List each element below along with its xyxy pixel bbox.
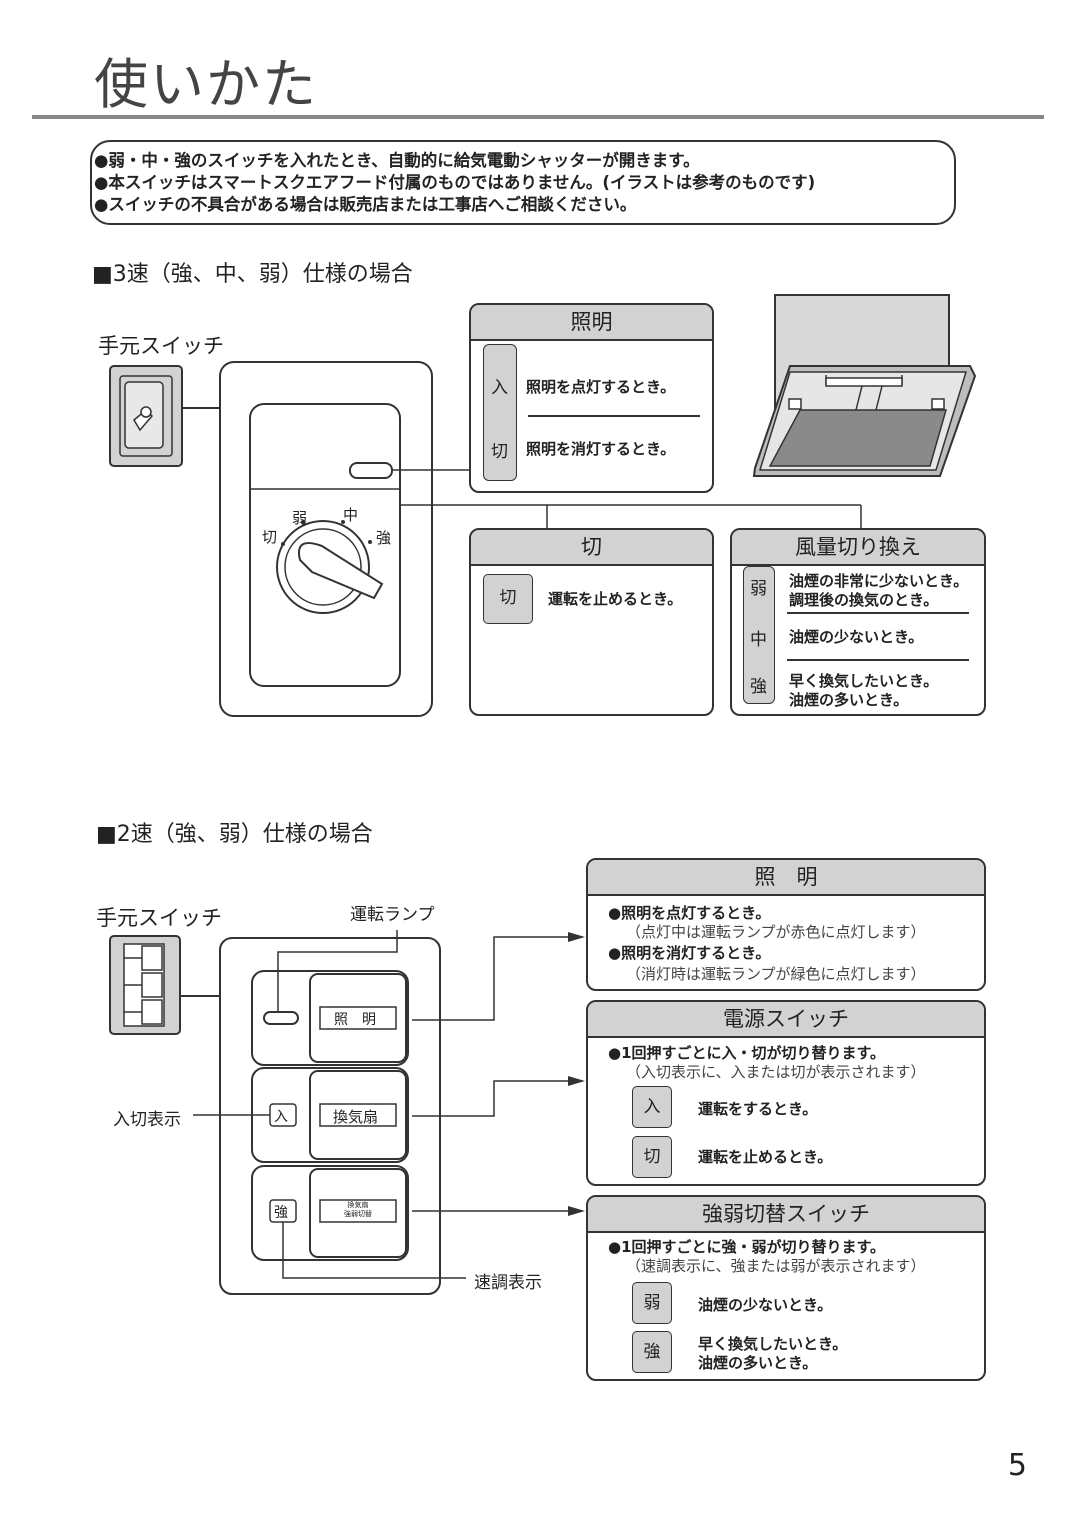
airflow-strong-text-2: 油煙の多いとき。 <box>789 691 909 709</box>
airflow-mid-key: 中 <box>750 630 767 650</box>
dial-label-mid: 中 <box>343 506 359 524</box>
speed-line-1: ●1回押すごとに強・弱が切り替ります。 <box>608 1238 886 1256</box>
note-line-2: ●本スイッチはスマートスクエアフード付属のものではありません。(イラストは参考の… <box>94 173 816 192</box>
lighting-box-2speed: 照 明 <box>586 858 986 991</box>
range-hood-illustration <box>752 294 977 477</box>
run-lamp-label: 運転ランプ <box>350 905 435 925</box>
section-3speed-heading: ■3速（強、中、弱）仕様の場合 <box>92 262 413 287</box>
airflow-key-column <box>743 566 775 704</box>
airflow-strong-text-1: 早く換気したいとき。 <box>789 672 939 690</box>
section-2speed-heading: ■2速（強、弱）仕様の場合 <box>96 822 373 847</box>
lighting-off-key: 切 <box>491 442 508 462</box>
hand-switch-label-3speed: 手元スイッチ <box>98 334 224 358</box>
onoff-indicator: 入 <box>274 1109 288 1125</box>
airflow-weak-text-2: 調理後の換気のとき。 <box>789 591 939 609</box>
switch-panel-2speed <box>219 937 441 1295</box>
hand-switch-label-2speed: 手元スイッチ <box>96 906 222 930</box>
panel-light-button-label: 照 明 <box>334 1012 376 1028</box>
lighting-divider <box>528 415 700 417</box>
lighting-box-2speed-title: 照 明 <box>588 860 984 896</box>
panel-fan-button-label: 換気扇 <box>333 1108 379 1126</box>
hand-switch-3speed-icon <box>109 365 183 467</box>
title-rule <box>32 115 1044 119</box>
lighting-2speed-line-4: （消灯時は運転ランプが緑色に点灯します） <box>626 965 926 983</box>
airflow-divider-1 <box>787 612 969 614</box>
speed-weak-text: 油煙の少ないとき。 <box>698 1296 833 1314</box>
note-line-3: ●スイッチの不具合がある場合は販売店または工事店へご相談ください。 <box>94 195 637 214</box>
notes-box: ●弱・中・強のスイッチを入れたとき、自動的に給気電動シャッターが開きます。 ●本… <box>90 140 956 225</box>
lighting-on-key: 入 <box>491 378 508 398</box>
note-line-1: ●弱・中・強のスイッチを入れたとき、自動的に給気電動シャッターが開きます。 <box>94 151 700 170</box>
speed-strong-text-1: 早く換気したいとき。 <box>698 1335 848 1353</box>
lighting-key-column <box>483 344 517 481</box>
page-number: 5 <box>1007 1448 1027 1483</box>
lighting-box-title: 照明 <box>471 305 712 341</box>
speed-switch-title: 強弱切替スイッチ <box>588 1197 984 1233</box>
stop-key: 切 <box>483 574 533 624</box>
lighting-2speed-line-3: ●照明を消灯するとき。 <box>608 944 771 962</box>
speed-weak-key: 弱 <box>632 1282 672 1324</box>
power-line-1: ●1回押すごとに入・切が切り替ります。 <box>608 1044 886 1062</box>
power-off-key: 切 <box>632 1136 672 1178</box>
power-off-text: 運転を止めるとき。 <box>698 1148 833 1166</box>
lighting-2speed-line-1: ●照明を点灯するとき。 <box>608 904 771 922</box>
power-line-2: （入切表示に、入または切が表示されます） <box>626 1063 926 1081</box>
switch-panel-3speed <box>219 361 433 717</box>
speed-line-2: （速調表示に、強または弱が表示されます） <box>626 1257 926 1275</box>
dial-label-weak: 弱 <box>292 509 308 527</box>
lighting-2speed-line-2: （点灯中は運転ランプが赤色に点灯します） <box>626 923 926 941</box>
airflow-mid-text: 油煙の少ないとき。 <box>789 628 924 646</box>
airflow-divider-2 <box>787 659 969 661</box>
dial-label-strong: 強 <box>376 529 392 547</box>
speed-strong-text-2: 油煙の多いとき。 <box>698 1354 818 1372</box>
airflow-strong-key: 強 <box>750 677 767 697</box>
speed-indicator: 強 <box>274 1205 288 1221</box>
page-title: 使いかた <box>94 53 318 116</box>
lighting-on-text: 照明を点灯するとき。 <box>526 378 676 396</box>
onoff-display-label: 入切表示 <box>113 1110 181 1130</box>
hand-switch-2speed-icon <box>109 935 181 1035</box>
stop-text: 運転を止めるとき。 <box>548 590 683 608</box>
lighting-off-text: 照明を消灯するとき。 <box>526 440 676 458</box>
panel-speed-button-label: 換気扇 強弱切替 <box>344 1201 372 1218</box>
power-switch-title: 電源スイッチ <box>588 1002 984 1038</box>
stop-box-title: 切 <box>471 530 712 566</box>
airflow-weak-text-1: 油煙の非常に少ないとき。 <box>789 572 969 590</box>
dial-label-off: 切 <box>262 528 278 546</box>
airflow-weak-key: 弱 <box>750 579 767 599</box>
power-on-key: 入 <box>632 1086 672 1128</box>
power-on-text: 運転をするとき。 <box>698 1100 818 1118</box>
airflow-box-title: 風量切り換え <box>732 530 984 566</box>
speed-display-label: 速調表示 <box>474 1273 542 1293</box>
speed-strong-key: 強 <box>632 1331 672 1373</box>
